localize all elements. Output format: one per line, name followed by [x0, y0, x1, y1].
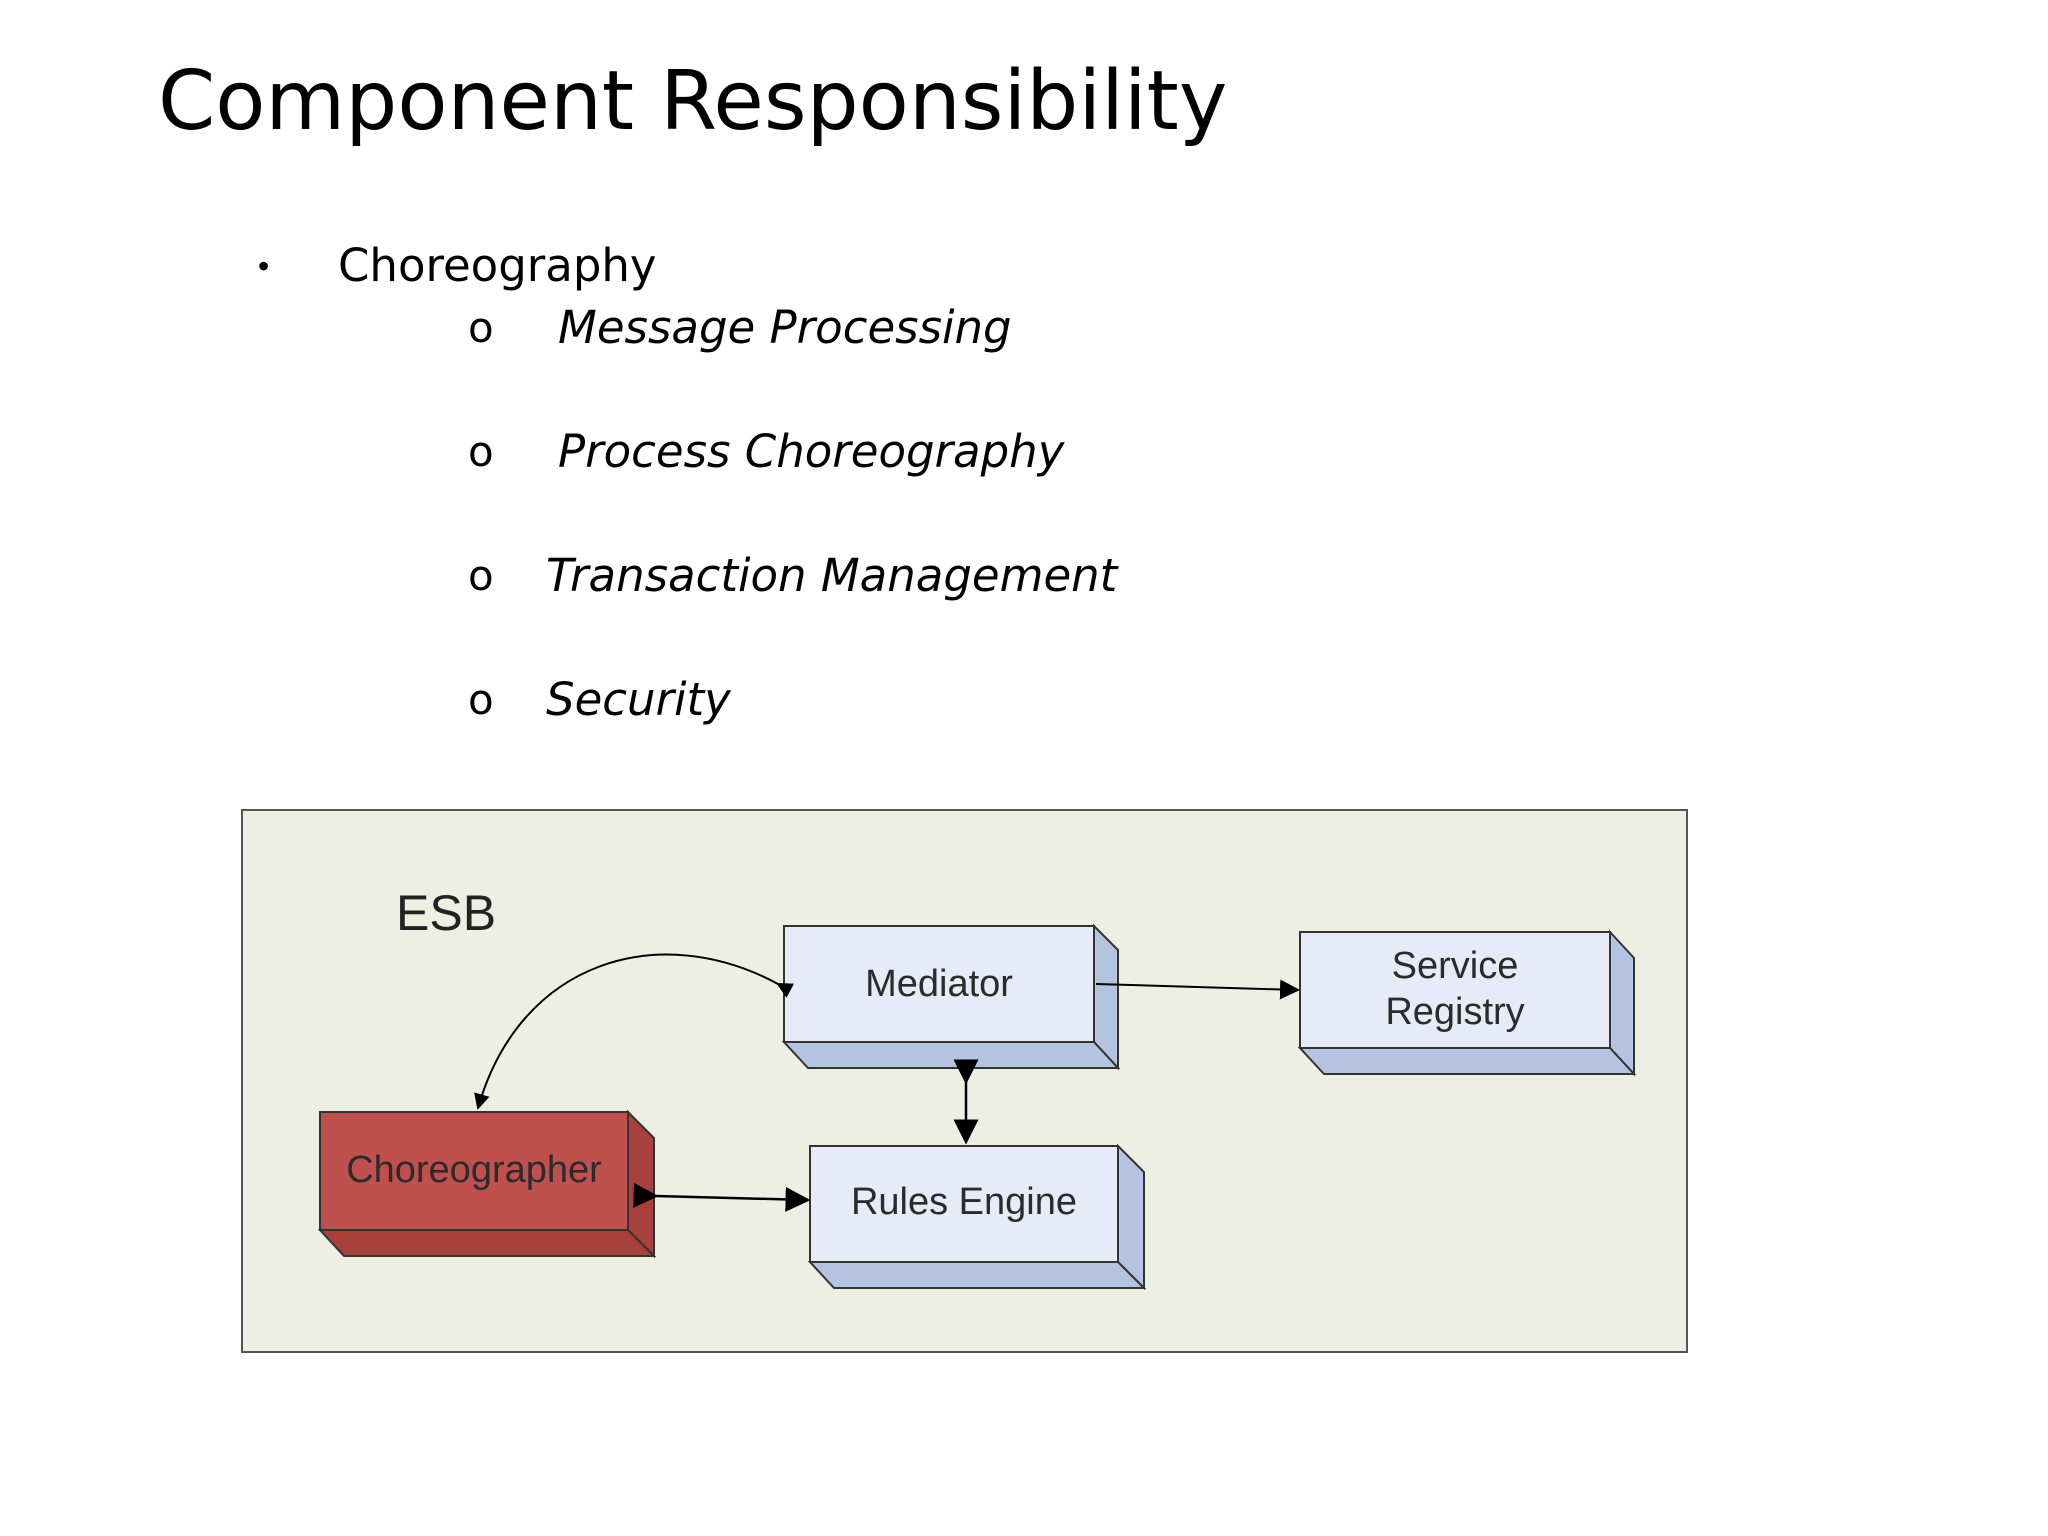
service-registry-box: Service Registry — [1297, 929, 1637, 1077]
sub-bullet-marker: o — [468, 551, 494, 600]
service-registry-label-line2: Registry — [1385, 991, 1524, 1033]
mediator-choreographer-arrow — [474, 953, 795, 1110]
sub-bullet-marker: o — [468, 675, 494, 724]
mediator-registry-arrow — [1095, 979, 1300, 1000]
choreographer-label: Choreographer — [346, 1149, 602, 1191]
service-registry-label-line1: Service — [1392, 945, 1519, 987]
sub-item-transaction-management: Transaction Management — [546, 549, 1118, 602]
slide-title: Component Responsibility — [158, 54, 1228, 149]
mediator-label: Mediator — [865, 963, 1013, 1005]
sub-bullet-marker: o — [468, 303, 494, 352]
bullet-choreography: Choreography — [338, 239, 657, 292]
sub-item-message-processing: Message Processing — [558, 301, 1012, 354]
rules-engine-box: Rules Engine — [807, 1143, 1147, 1291]
sub-item-security: Security — [546, 673, 731, 726]
choreographer-box: Choreographer — [317, 1109, 657, 1259]
choreographer-rules-arrow — [633, 1182, 811, 1212]
sub-item-process-choreography: Process Choreography — [558, 425, 1065, 478]
esb-label: ESB — [396, 885, 496, 941]
rules-engine-label: Rules Engine — [851, 1181, 1077, 1223]
bullet-marker: • — [258, 248, 270, 284]
sub-bullet-marker: o — [468, 427, 494, 476]
mediator-box: Mediator — [781, 923, 1121, 1071]
